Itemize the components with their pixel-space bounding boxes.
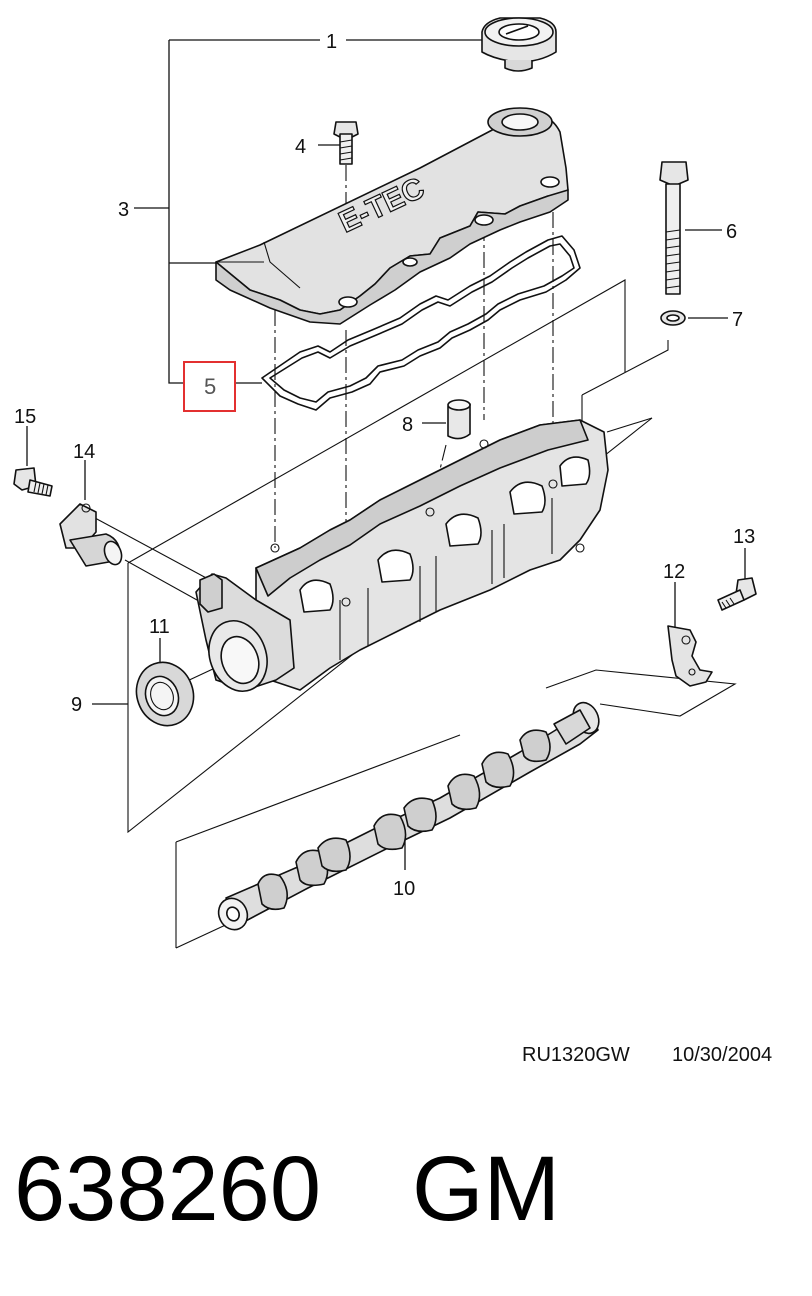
camshaft xyxy=(217,701,600,931)
callouts: 1 3 4 5 6 7 8 9 10 11 12 13 14 15 xyxy=(14,31,755,900)
callout-6: 6 xyxy=(726,221,737,243)
callout-5-highlight-box xyxy=(183,361,236,412)
part-number-footer: 638260 GM xyxy=(14,1138,560,1240)
drawing-ref-code: RU1320GW xyxy=(522,1044,630,1066)
callout-10: 10 xyxy=(393,878,415,900)
callout-11: 11 xyxy=(149,616,170,638)
bracket-bolt xyxy=(717,577,757,611)
callout-15: 15 xyxy=(14,406,36,428)
oil-seal xyxy=(135,661,195,727)
callout-8: 8 xyxy=(402,414,413,436)
part-number: 638260 xyxy=(14,1138,321,1240)
camshaft-cover: E-TEC xyxy=(215,107,569,325)
callout-12: 12 xyxy=(663,561,685,583)
callout-7: 7 xyxy=(732,309,743,331)
dowel-pin xyxy=(447,399,471,440)
camshaft-sensor xyxy=(59,503,123,567)
callout-13: 13 xyxy=(733,526,755,548)
cover-bolt xyxy=(333,121,359,165)
brand-name: GM xyxy=(412,1138,560,1240)
long-bolt xyxy=(659,161,689,295)
callout-4: 4 xyxy=(295,136,306,158)
washer xyxy=(660,310,686,326)
callout-5: 5 xyxy=(204,374,216,399)
sensor-bolt xyxy=(13,467,53,497)
callout-14: 14 xyxy=(73,441,95,463)
leader-lines xyxy=(26,39,746,870)
oil-filler-cap xyxy=(481,17,557,72)
callout-9: 9 xyxy=(71,694,82,716)
camshaft-housing xyxy=(195,419,609,692)
drawing-reference: RU1320GW 10/30/2004 xyxy=(522,1044,772,1066)
cover-gasket xyxy=(261,235,581,411)
drawing-date: 10/30/2004 xyxy=(672,1044,772,1066)
callout-3: 3 xyxy=(118,199,129,221)
callout-1: 1 xyxy=(326,31,337,53)
mounting-bracket xyxy=(667,625,713,687)
